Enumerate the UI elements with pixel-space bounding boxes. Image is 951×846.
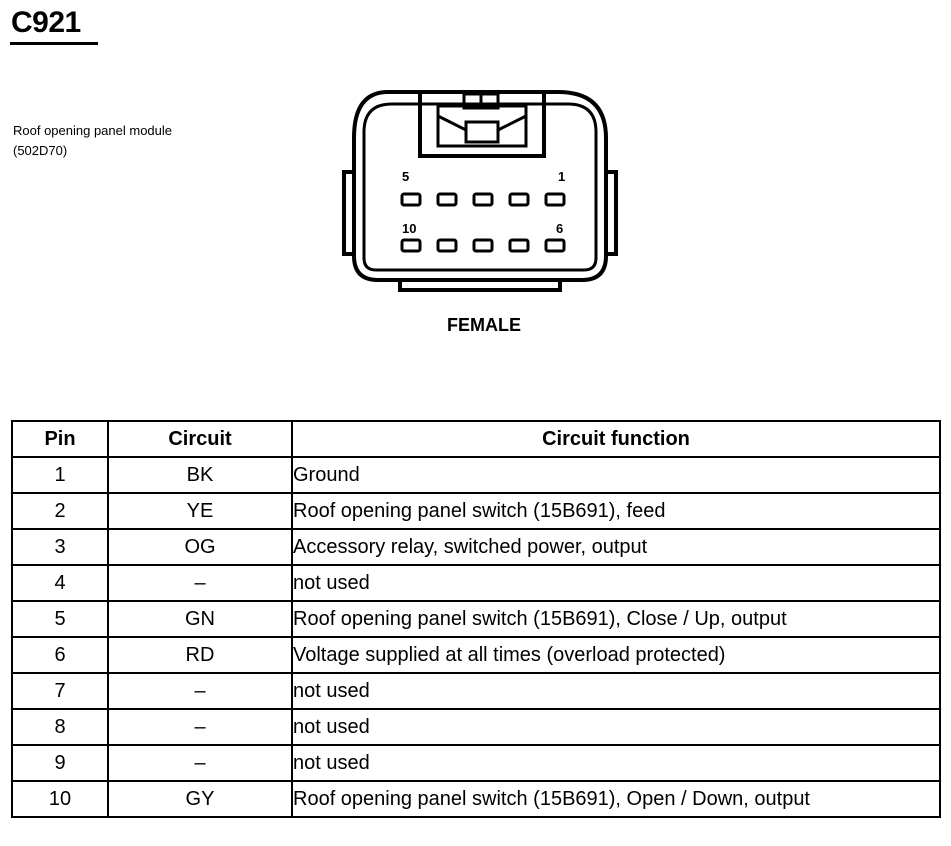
table-row: 7 – not used <box>11 672 941 710</box>
pin-cavity-5 <box>400 192 422 207</box>
table-row: 6 RD Voltage supplied at all times (over… <box>11 636 941 674</box>
cell-circuit: – <box>107 708 293 746</box>
cell-pin: 1 <box>11 456 109 494</box>
latch-button <box>464 120 500 144</box>
connector-housing-outline <box>352 90 608 282</box>
pin-cavity-4 <box>436 192 458 207</box>
pin-cavity-2 <box>508 192 530 207</box>
table-row: 2 YE Roof opening panel switch (15B691),… <box>11 492 941 530</box>
pin-cavity-1 <box>544 192 566 207</box>
cell-function: not used <box>291 672 941 710</box>
cell-function: Voltage supplied at all times (overload … <box>291 636 941 674</box>
table-row: 1 BK Ground <box>11 456 941 494</box>
pin-cavity-6 <box>544 238 566 253</box>
cell-circuit: OG <box>107 528 293 566</box>
pin-cavity-8 <box>472 238 494 253</box>
pin-label-bottom-left: 10 <box>402 221 416 236</box>
header-circuit: Circuit <box>107 420 293 458</box>
header-pin: Pin <box>11 420 109 458</box>
connector-inner-outline <box>362 102 598 272</box>
connector-id-title: C921 <box>11 6 81 39</box>
cell-function: not used <box>291 708 941 746</box>
table-row: 10 GY Roof opening panel switch (15B691)… <box>11 780 941 818</box>
latch-body <box>436 104 528 148</box>
cell-pin: 10 <box>11 780 109 818</box>
latch-left-rib <box>437 114 467 132</box>
connector-right-ear <box>606 170 618 256</box>
cell-circuit: – <box>107 744 293 782</box>
cell-function: Accessory relay, switched power, output <box>291 528 941 566</box>
pin-cavity-10 <box>400 238 422 253</box>
pin-cavity-9 <box>436 238 458 253</box>
pin-assignment-table: Pin Circuit Circuit function 1 BK Ground… <box>11 420 941 818</box>
cell-circuit: – <box>107 672 293 710</box>
cell-pin: 3 <box>11 528 109 566</box>
cell-circuit: GN <box>107 600 293 638</box>
cell-pin: 4 <box>11 564 109 602</box>
cell-pin: 8 <box>11 708 109 746</box>
module-label: Roof opening panel module (502D70) <box>13 123 173 158</box>
cell-function: Ground <box>291 456 941 494</box>
table-row: 8 – not used <box>11 708 941 746</box>
pin-cavity-7 <box>508 238 530 253</box>
pin-label-top-left: 5 <box>402 169 409 184</box>
cell-circuit: YE <box>107 492 293 530</box>
table-row: 9 – not used <box>11 744 941 782</box>
pin-label-bottom-right: 6 <box>556 221 563 236</box>
cell-function: Roof opening panel switch (15B691), Clos… <box>291 600 941 638</box>
table-header-row: Pin Circuit Circuit function <box>11 420 941 458</box>
cell-function: Roof opening panel switch (15B691), feed <box>291 492 941 530</box>
connector-gender-label: FEMALE <box>447 315 521 335</box>
cell-circuit: GY <box>107 780 293 818</box>
cell-function: Roof opening panel switch (15B691), Open… <box>291 780 941 818</box>
table-row: 5 GN Roof opening panel switch (15B691),… <box>11 600 941 638</box>
cell-function: not used <box>291 744 941 782</box>
cell-pin: 2 <box>11 492 109 530</box>
cell-function: not used <box>291 564 941 602</box>
pin-cavity-3 <box>472 192 494 207</box>
pin-label-top-right: 1 <box>558 169 565 184</box>
cell-circuit: BK <box>107 456 293 494</box>
cell-circuit: – <box>107 564 293 602</box>
title-underline <box>10 42 98 45</box>
table-row: 4 – not used <box>11 564 941 602</box>
latch-right-rib <box>497 114 527 132</box>
connector-face-drawing: 5 1 10 6 <box>342 90 618 292</box>
cell-pin: 6 <box>11 636 109 674</box>
connector-left-ear <box>342 170 354 256</box>
connector-base-step <box>398 280 562 292</box>
cell-pin: 7 <box>11 672 109 710</box>
table-row: 3 OG Accessory relay, switched power, ou… <box>11 528 941 566</box>
header-circuit-function: Circuit function <box>291 420 941 458</box>
cell-circuit: RD <box>107 636 293 674</box>
cell-pin: 5 <box>11 600 109 638</box>
cell-pin: 9 <box>11 744 109 782</box>
